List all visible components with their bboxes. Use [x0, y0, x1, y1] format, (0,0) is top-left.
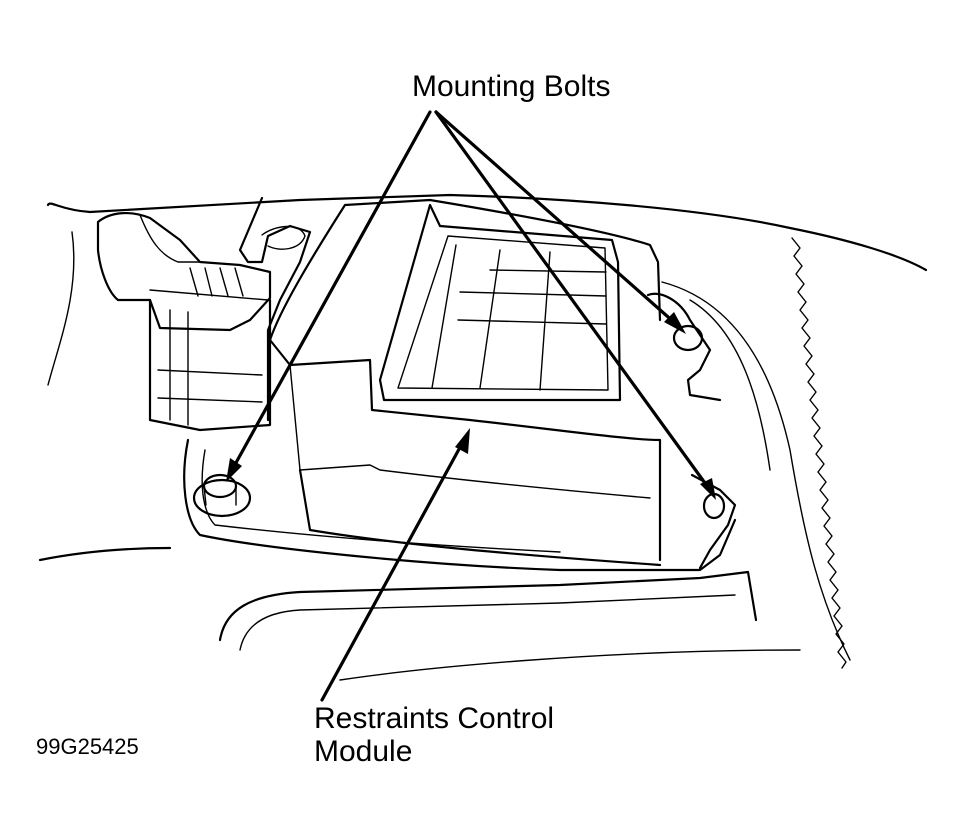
console-lower-edge	[339, 649, 801, 681]
figure-reference-number: 99G25425	[36, 734, 139, 759]
arrowhead-upper-right-bolt	[664, 312, 686, 334]
module-label-line-1: Restraints Control	[314, 702, 555, 735]
left-bolt-base	[192, 478, 252, 518]
right-panel-edge	[661, 281, 851, 661]
leader-bolts-left	[230, 110, 432, 472]
arrowhead-lower-right-bolt	[700, 478, 716, 500]
console-inner	[239, 594, 736, 651]
leader-bolts-lower-right	[434, 110, 712, 492]
arrowhead-left-bolt	[226, 458, 242, 482]
connector-latch	[139, 214, 201, 263]
module-left-face	[289, 364, 301, 471]
left-lower-trim	[38, 546, 172, 562]
lower-mount-plate	[183, 438, 737, 572]
right-lower-bracket	[690, 473, 737, 570]
connector-ribs	[189, 267, 244, 297]
module-label-line-2: Module	[314, 735, 413, 768]
connector-body	[148, 298, 272, 432]
bracket-clip	[261, 225, 306, 250]
connector-body-ribs	[157, 309, 263, 426]
right-panel-inner	[689, 299, 771, 471]
label-window-grid	[431, 244, 607, 391]
left-bolt-shaft	[203, 485, 237, 506]
console-base	[218, 570, 758, 642]
left-bolt-head	[202, 473, 238, 499]
right-upper-bracket	[646, 292, 722, 402]
dash-top-edge	[46, 193, 928, 272]
left-trim-edge	[47, 231, 75, 386]
module-front-face	[268, 338, 662, 562]
label-window-outer	[378, 203, 622, 402]
module-bottom	[298, 468, 662, 567]
cutaway-edge	[791, 237, 847, 669]
right-upper-bolt	[672, 324, 704, 352]
arrowhead-module	[455, 428, 470, 454]
bracket-left	[238, 196, 312, 422]
mounting-bolts-label: Mounting Bolts	[412, 70, 611, 103]
connector-outer	[96, 212, 272, 332]
label-window-inner	[397, 235, 609, 391]
leader-module	[320, 438, 466, 702]
module-top-surface	[268, 198, 662, 342]
module-front-line	[299, 464, 651, 499]
leader-bolts-upper-right	[434, 110, 678, 326]
lower-plate-inner	[201, 449, 561, 553]
connector-tab	[149, 289, 269, 301]
restraints-control-module-label: Restraints Control Module	[314, 702, 554, 768]
